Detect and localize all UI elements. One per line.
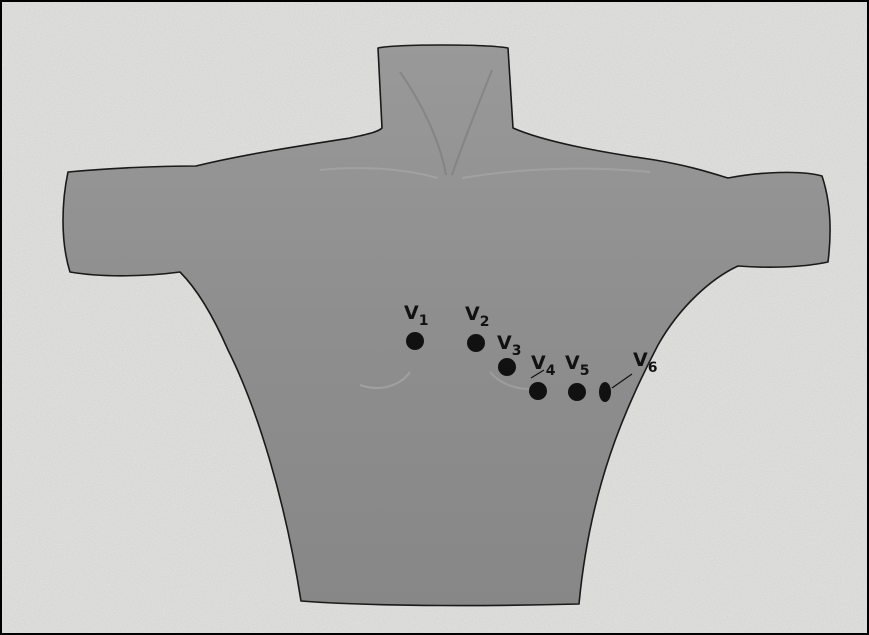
electrode-v3 bbox=[498, 358, 516, 376]
electrode-v4 bbox=[529, 382, 547, 400]
electrode-v2 bbox=[467, 334, 485, 352]
electrode-v1 bbox=[406, 332, 424, 350]
electrode-v6 bbox=[599, 382, 611, 402]
electrode-v5 bbox=[568, 383, 586, 401]
